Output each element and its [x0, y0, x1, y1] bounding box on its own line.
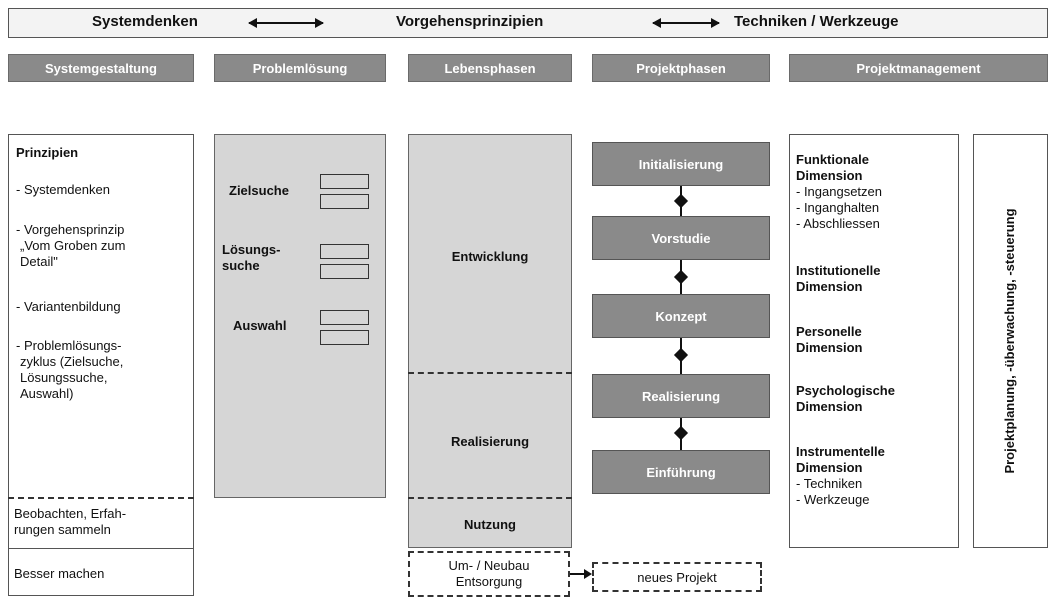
- beobachten-text: rungen sammeln: [14, 522, 111, 537]
- step-box: [320, 330, 369, 345]
- dashed-divider: [408, 497, 572, 499]
- dimension-title: Dimension: [796, 460, 863, 475]
- dimension-item: - Abschliessen: [796, 216, 880, 231]
- phase-realisierung: Realisierung: [592, 374, 770, 418]
- dimension-title: Instrumentelle: [796, 444, 885, 459]
- principle-item: - Problemlösungs-: [16, 338, 122, 353]
- top-label-vorgehensprinzipien: Vorgehensprinzipien: [396, 13, 544, 30]
- top-label-techniken: Techniken / Werkzeuge: [734, 13, 899, 30]
- diamond-icon: [673, 425, 689, 441]
- top-label-systemdenken: Systemdenken: [92, 13, 198, 30]
- header-systemgestaltung: Systemgestaltung: [8, 54, 194, 82]
- umbau-box: [408, 551, 570, 597]
- header-projektphasen: Projektphasen: [592, 54, 770, 82]
- dimension-title: Funktionale: [796, 152, 869, 167]
- dimension-item: - Ingangsetzen: [796, 184, 883, 199]
- diamond-icon: [673, 269, 689, 285]
- systemgestaltung-box: [8, 134, 194, 596]
- principle-item-cont: Lösungssuche,: [20, 370, 108, 385]
- step-box: [320, 244, 369, 259]
- step-box: [320, 194, 369, 209]
- entsorgung-label: Entsorgung: [455, 574, 523, 589]
- auswahl-label: Auswahl: [233, 318, 287, 333]
- arrow-line: [570, 573, 588, 575]
- dimension-title: Dimension: [796, 168, 863, 183]
- loesungssuche-label: Lösungs-: [222, 242, 281, 257]
- dimension-title: Personelle: [796, 324, 862, 339]
- beobachten-text: Beobachten, Erfah-: [14, 506, 127, 521]
- loesungssuche-label: suche: [222, 258, 260, 273]
- principle-item-cont: Detail": [20, 254, 58, 269]
- divider: [8, 548, 194, 549]
- header-lebensphasen: Lebensphasen: [408, 54, 572, 82]
- dimension-item: - Inganghalten: [796, 200, 880, 215]
- principle-item: - Vorgehensprinzip: [16, 222, 125, 237]
- arrow-head-icon: [584, 569, 592, 579]
- lebensphasen-box: [408, 134, 572, 548]
- besser-machen-text: Besser machen: [14, 566, 105, 581]
- step-box: [320, 264, 369, 279]
- principle-item-cont: zyklus (Zielsuche,: [20, 354, 124, 369]
- dimension-title: Psychologische: [796, 383, 895, 398]
- neues-projekt-box: [592, 562, 762, 592]
- neues-projekt-label: neues Projekt: [637, 570, 717, 585]
- projektmanagement-box: [789, 134, 959, 548]
- steuerung-box: [973, 134, 1048, 548]
- diamond-icon: [673, 347, 689, 363]
- principle-item-cont: Auswahl): [20, 386, 74, 401]
- vertical-label: Projektplanung, -überwachung, -steuerung: [1002, 208, 1017, 474]
- principle-item-cont: „Vom Groben zum: [20, 238, 126, 253]
- header-projektmanagement: Projektmanagement: [789, 54, 1048, 82]
- principle-item: - Systemdenken: [16, 182, 110, 197]
- dashed-divider: [8, 497, 194, 499]
- entwicklung-label: Entwicklung: [451, 249, 529, 264]
- double-arrow-icon: [652, 18, 720, 28]
- phase-konzept: Konzept: [592, 294, 770, 338]
- dimension-item: - Werkzeuge: [796, 492, 870, 507]
- umbau-label: Um- / Neubau: [448, 558, 530, 573]
- double-arrow-icon: [248, 18, 324, 28]
- dimension-title: Dimension: [796, 399, 863, 414]
- header-problemloesung: Problemlösung: [214, 54, 386, 82]
- top-bar: [8, 8, 1048, 38]
- prinzipien-title: Prinzipien: [16, 145, 79, 160]
- diamond-icon: [673, 193, 689, 209]
- step-box: [320, 174, 369, 189]
- realisierung-label: Realisierung: [450, 434, 530, 449]
- dimension-title: Institutionelle: [796, 263, 881, 278]
- phase-initialisierung: Initialisierung: [592, 142, 770, 186]
- dashed-divider: [408, 372, 572, 374]
- dimension-item: - Techniken: [796, 476, 863, 491]
- phase-vorstudie: Vorstudie: [592, 216, 770, 260]
- dimension-title: Dimension: [796, 279, 863, 294]
- step-box: [320, 310, 369, 325]
- zielsuche-label: Zielsuche: [229, 183, 289, 198]
- principle-item: - Variantenbildung: [16, 299, 121, 314]
- nutzung-label: Nutzung: [464, 517, 516, 532]
- dimension-title: Dimension: [796, 340, 863, 355]
- phase-einfuehrung: Einführung: [592, 450, 770, 494]
